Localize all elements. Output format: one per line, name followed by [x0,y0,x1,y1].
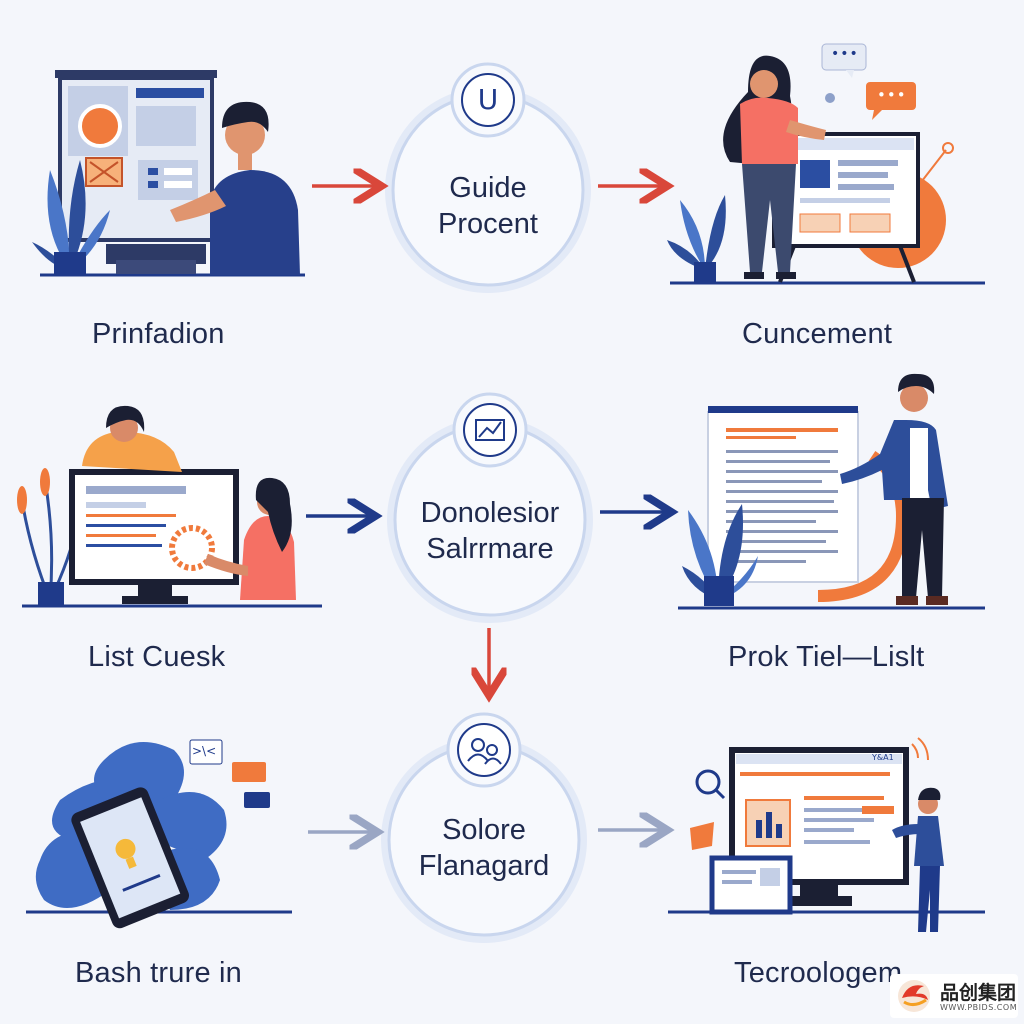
caption-cuncement: Cuncement [742,318,893,350]
caption-tecroologem: Tecroologem [734,957,903,989]
scene-bash-trure [26,739,292,929]
watermark-name: 品创集团 [940,982,1017,1004]
node-label-line1: Solore [442,814,526,846]
node-solore-label: Solore Flanagard [384,812,584,884]
scene-tecroologem [668,737,985,932]
scene-prok-tiel [678,373,985,610]
node-label-line2: Flanagard [418,850,550,882]
caption-prok-tiel: Prok Tiel—Lislt [728,641,925,673]
code-tag-text: >\< [192,744,217,758]
u-letter-icon: U [477,83,499,116]
node-donolesior [387,392,593,623]
node-label-line2: Salrrmare [426,533,554,565]
scene-cuncement [667,43,985,285]
brand-logo-icon [898,980,930,1012]
caption-prinfadion: Prinfadion [92,318,225,350]
node-label-line2: Procent [438,208,538,240]
scene-list-cuesk [17,405,322,608]
node-guide-procent-label: Guide Procent [388,170,588,242]
trend-chart-icon [475,419,505,441]
node-solore [381,712,587,943]
node-label-line1: Donolesior [420,497,560,529]
node-donolesior-label: Donolesior Salrrmare [390,495,590,567]
caption-list-cuesk: List Cuesk [88,641,226,673]
watermark-url: WWW.PBIDS.COM [940,1003,1018,1012]
chat-bubble-dots: ••• [831,46,859,62]
caption-bash-trure: Bash trure in [75,957,243,989]
node-label-line1: Guide [449,172,527,204]
users-icon [467,738,502,765]
watermark: 品创集团 WWW.PBIDS.COM [890,974,1018,1018]
screen-badge-text: Y&A1 [872,753,894,762]
chat-bubble-dots: ••• [877,86,907,104]
node-guide-procent [385,62,591,293]
scene-prinfadion [32,70,305,277]
